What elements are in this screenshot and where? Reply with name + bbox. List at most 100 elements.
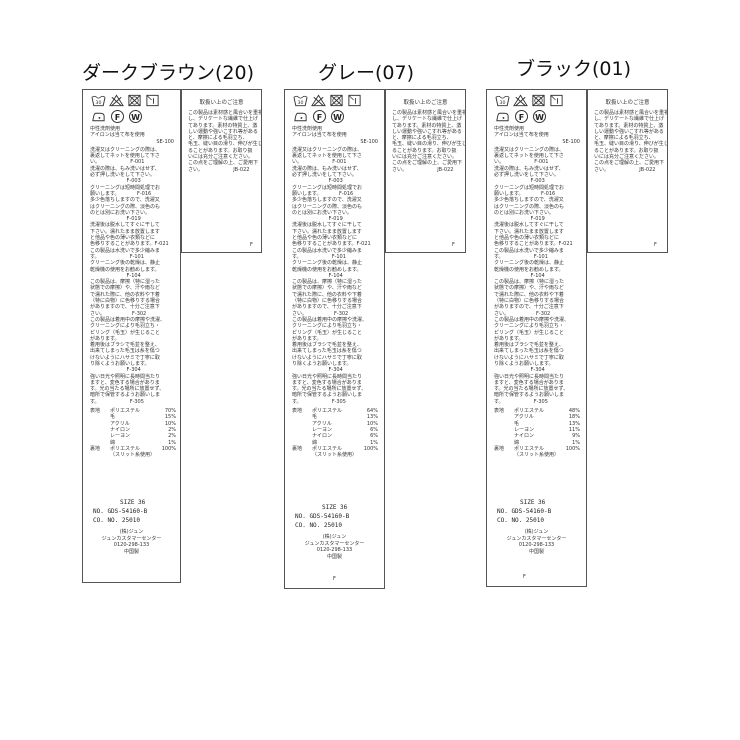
care-instructions: 洗濯又はクリーニングの際は、 裏返してネットを使用して下さ い。 F-001 洗… bbox=[494, 146, 573, 405]
fibre-pct: 100% bbox=[565, 445, 580, 452]
fibre-name: ナイロン bbox=[514, 433, 535, 440]
care-icons: 30 F W bbox=[285, 90, 384, 123]
f-mark: F bbox=[654, 242, 657, 248]
f-mark: F bbox=[523, 574, 526, 580]
care-sub-text: 中性洗剤使用 アイロンは当て布を使用 bbox=[494, 126, 549, 139]
care-label-side-black: 取扱い上のご注意 この製品は素材感と風合いを重視 し、デリケートな繊維で仕上げ … bbox=[587, 89, 668, 253]
fibre-name: 毛 bbox=[514, 420, 520, 427]
fibre-name: ナイロン bbox=[312, 433, 333, 440]
fibre-row: （スリット糸使用） bbox=[494, 452, 586, 458]
fibre-name: 毛 bbox=[312, 414, 318, 421]
fibre-row: ナイロン 6% bbox=[292, 433, 384, 439]
fibre-part: 表地 bbox=[494, 408, 505, 415]
line-dry-shade-icon bbox=[146, 94, 159, 107]
wash-tub-icon: 30 bbox=[91, 95, 106, 107]
tumble-dry-prohibited-icon bbox=[532, 94, 545, 107]
fibre-pct bbox=[560, 452, 580, 458]
size-line: SIZE 36 bbox=[120, 499, 146, 507]
fibre-row: ナイロン 9% bbox=[494, 433, 586, 439]
care-code: SE-100 bbox=[156, 138, 174, 145]
line-dry-shade-icon bbox=[550, 94, 563, 107]
fibre-row: （スリット糸使用） bbox=[292, 452, 384, 458]
product-number: NO. GDS-54160-B bbox=[93, 508, 148, 516]
no-bleach-icon bbox=[311, 94, 326, 107]
color-heading-black: ブラック(01) bbox=[516, 58, 632, 80]
fibre-pct: 18% bbox=[568, 414, 580, 421]
iron-icon bbox=[92, 112, 105, 122]
color-heading-gray: グレー(07) bbox=[318, 62, 415, 84]
care-icons: 30 F W bbox=[83, 90, 180, 123]
fibre-name: 綿 bbox=[312, 439, 318, 446]
fibre-part bbox=[292, 452, 312, 458]
fibre-name: ポリエステル bbox=[312, 408, 343, 415]
fibre-name: ポリエステル bbox=[514, 408, 545, 415]
fibre-pct: 9% bbox=[572, 433, 580, 440]
fibre-pct bbox=[358, 452, 378, 458]
fibre-name: （スリット糸使用） bbox=[312, 452, 358, 459]
care-instructions: 洗濯又はクリーニングの際は、 裏返してネットを使用して下さ い。 F-001 洗… bbox=[90, 146, 169, 405]
size-line: SIZE 36 bbox=[520, 499, 546, 507]
care-label-main-black: 30 F W 中性洗剤使用 アイロンは当て布を使用 SE-100 洗濯又はクリー… bbox=[486, 89, 587, 587]
fibre-name: ナイロン bbox=[110, 426, 131, 433]
co-number: CO. NO. 25010 bbox=[497, 517, 544, 525]
dry-clean-f-icon: F bbox=[111, 110, 124, 123]
care-icons-row-2: F W bbox=[487, 107, 586, 123]
fibre-name: ポリエステル bbox=[514, 445, 545, 452]
color-heading-dark-brown: ダークブラウン(20) bbox=[82, 62, 255, 84]
care-icons-row-2: F W bbox=[83, 107, 180, 123]
maker-info: (株)ジュン ジュンカスタマーセンター 0120-298-133 中国製 bbox=[506, 529, 567, 555]
product-number: NO. GDS-54160-B bbox=[497, 508, 552, 516]
fibre-name: ポリエステル bbox=[312, 445, 343, 452]
fibre-name: 綿 bbox=[514, 439, 520, 446]
iron-icon bbox=[294, 112, 307, 122]
fibre-pct: 2% bbox=[168, 426, 176, 433]
co-number: CO. NO. 25010 bbox=[93, 517, 140, 525]
fibre-name: レーヨン bbox=[312, 426, 333, 433]
fibre-name: ポリエステル bbox=[110, 445, 141, 452]
fibre-part: 表地 bbox=[292, 408, 303, 415]
no-bleach-icon bbox=[513, 94, 528, 107]
fibre-name: レーヨン bbox=[514, 426, 535, 433]
fibre-row: 裏地 ポリエステル 100% bbox=[494, 446, 586, 452]
fibre-pct: 64% bbox=[366, 408, 378, 415]
fibre-pct: 11% bbox=[568, 426, 580, 433]
no-bleach-icon bbox=[109, 94, 124, 107]
fibre-name: アクリル bbox=[514, 414, 534, 421]
fibre-pct: 6% bbox=[370, 433, 378, 440]
size-line: SIZE 36 bbox=[322, 504, 348, 512]
maker-info: (株)ジュン ジュンカスタマーセンター 0120-298-133 中国製 bbox=[101, 529, 162, 555]
fibre-pct: 100% bbox=[161, 445, 176, 452]
co-number: CO. NO. 25010 bbox=[295, 522, 342, 530]
care-icons-row-1: 30 bbox=[487, 90, 586, 107]
fibre-row: 綿 1% bbox=[90, 440, 180, 446]
care-icons-row-1: 30 bbox=[83, 90, 180, 107]
fibre-part bbox=[90, 452, 110, 458]
fibre-part: 裏地 bbox=[494, 445, 505, 452]
wash-tub-icon: 30 bbox=[495, 95, 510, 107]
f-mark: F bbox=[333, 576, 336, 582]
fibre-pct: 1% bbox=[168, 439, 176, 446]
wet-clean-w-icon: W bbox=[533, 110, 546, 123]
care-sub-text: 中性洗剤使用 アイロンは当て布を使用 bbox=[90, 126, 145, 139]
dry-clean-f-icon: F bbox=[515, 110, 528, 123]
fibre-row: 表地 ポリエステル 64% bbox=[292, 408, 384, 414]
fibre-part: 裏地 bbox=[292, 445, 303, 452]
fibre-name: 綿 bbox=[110, 439, 116, 446]
side-caution-text: この製品は素材感と風合いを重視 し、デリケートな繊維で仕上げ てあります。素材の… bbox=[594, 110, 668, 173]
fibre-pct: 100% bbox=[363, 445, 378, 452]
care-label-side-gray: 取扱い上のご注意 この製品は素材感と風合いを重視 し、デリケートな繊維で仕上げ … bbox=[385, 89, 466, 253]
care-instructions: 洗濯又はクリーニングの際は、 裏返してネットを使用して下さ い。 F-001 洗… bbox=[292, 146, 371, 405]
fibre-name: アクリル bbox=[312, 420, 332, 427]
care-label-side-dark-brown: 取扱い上のご注意 この製品は素材感と風合いを重視 し、デリケートな繊維で仕上げ … bbox=[181, 89, 262, 253]
